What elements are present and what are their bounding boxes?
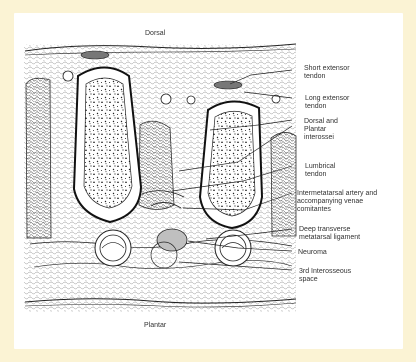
neuroma-label: Neuroma <box>298 249 327 257</box>
dorsal-label: Dorsal <box>145 30 165 38</box>
lumbrical-tendon-label: Lumbrical tendon <box>305 163 335 179</box>
interossei-label: Dorsal and Plantar interossei <box>304 118 338 142</box>
plantar-label: Plantar <box>144 322 166 330</box>
intermetatarsal-artery-label: Intermetatarsal artery and accompanying … <box>297 190 377 214</box>
deep-transverse-ligament-label: Deep transverse metatarsal ligament <box>299 226 360 242</box>
short-extensor-tendon-label: Short extensor tendon <box>304 65 350 81</box>
long-extensor-tendon-label: Long extensor tendon <box>305 95 349 111</box>
third-interosseous-space-label: 3rd Interosseous space <box>299 268 351 284</box>
